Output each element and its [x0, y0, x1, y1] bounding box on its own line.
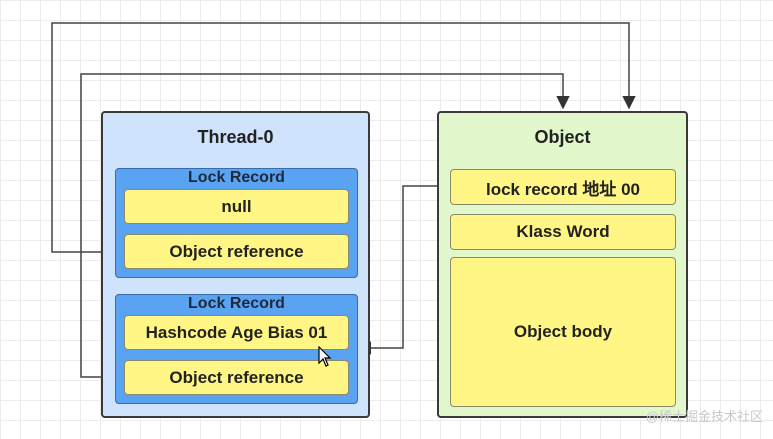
lock-record-title: Lock Record: [188, 295, 285, 312]
hashcode-slot: Hashcode Age Bias 01: [124, 315, 349, 350]
watermark: @稀土掘金技术社区: [645, 409, 763, 424]
lock-record-1: Lock Record null Object reference: [115, 168, 358, 278]
lock-record-slot-null: null: [124, 189, 349, 224]
object-reference-slot: Object reference: [124, 234, 349, 269]
object-body-field: Object body: [450, 257, 676, 407]
lock-record-2: Lock Record Hashcode Age Bias 01 Object …: [115, 294, 358, 404]
object-title: Object: [534, 127, 591, 147]
object-panel: Object lock record 地址 00 Klass Word Obje…: [437, 111, 688, 418]
klass-word-field: Klass Word: [450, 214, 676, 250]
thread-panel: Thread-0 Lock Record null Object referen…: [101, 111, 370, 418]
reference-arrow-2: [80, 73, 570, 378]
mark-word-field: lock record 地址 00: [450, 169, 676, 205]
lock-record-address-arrow: [357, 185, 449, 355]
object-reference-slot: Object reference: [124, 360, 349, 395]
reference-arrow-1: [51, 22, 636, 253]
mouse-cursor-icon: [318, 346, 332, 367]
thread-title: Thread-0: [197, 127, 274, 147]
lock-record-title: Lock Record: [188, 169, 285, 186]
